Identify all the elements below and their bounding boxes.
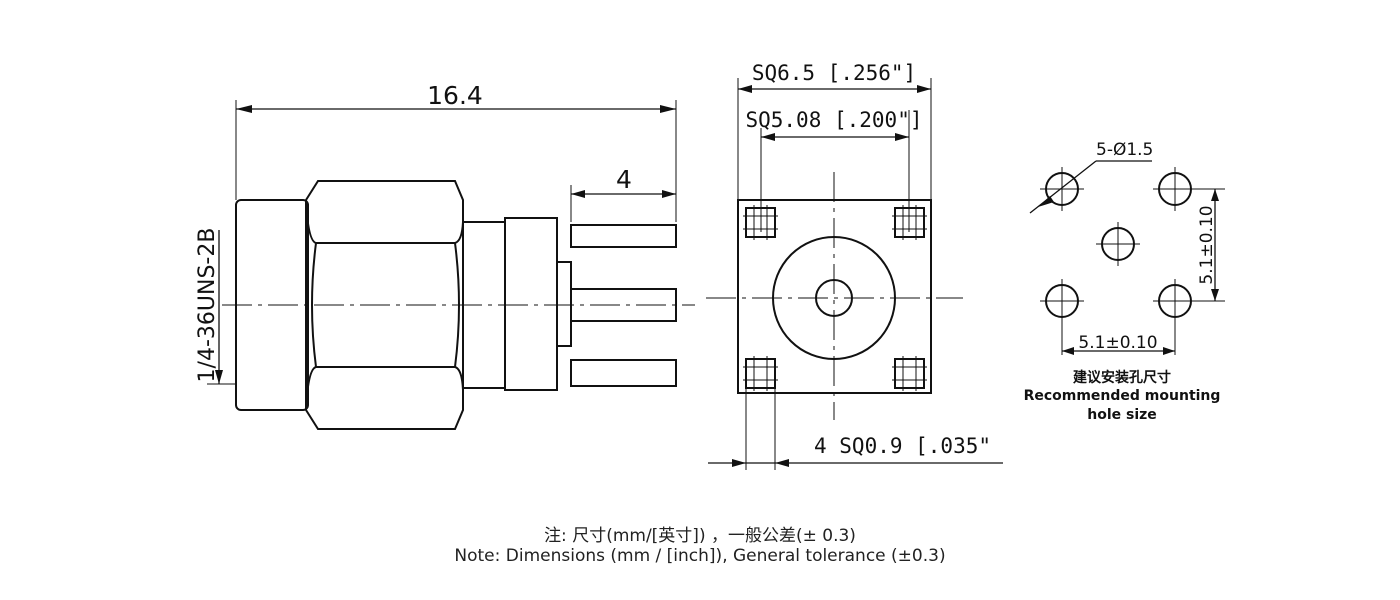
arrow-head — [761, 133, 775, 141]
hole — [1153, 167, 1197, 211]
hole — [1040, 167, 1084, 211]
arrow-head — [662, 190, 676, 198]
hole — [1096, 222, 1140, 266]
corner-pin — [743, 205, 778, 240]
arrow-head — [1062, 347, 1074, 355]
note-line-en: Note: Dimensions (mm / [inch]), General … — [454, 546, 946, 566]
arrow-head — [895, 133, 909, 141]
arrow-head — [1163, 347, 1175, 355]
body-block — [504, 217, 558, 391]
arrow-head — [1211, 289, 1219, 301]
outer-square-label: SQ6.5 [.256"] — [752, 61, 916, 85]
arrow-head — [236, 105, 252, 113]
arrow-head — [1211, 189, 1219, 201]
pin-size-label: 4 SQ0.9 [.035" — [814, 434, 991, 458]
caption-en-line2: hole size — [1087, 407, 1157, 423]
side-view: 16.4 4 1/4-36UNS-2B — [195, 81, 695, 430]
hex-nut — [305, 180, 464, 430]
pin-bottom — [570, 359, 677, 387]
note-line-cn: 注: 尺寸(mm/[英寸]) ，一般公差(± 0.3) — [544, 526, 856, 546]
caption-en-line1: Recommended mounting — [1024, 388, 1221, 404]
hole — [1040, 279, 1084, 355]
hole — [1153, 279, 1225, 355]
arrow-head — [660, 105, 676, 113]
pin-top — [570, 224, 677, 248]
pin-spacing-label: SQ5.08 [.200"] — [745, 108, 922, 132]
vertical-spacing-label: 5.1±0.10 — [1197, 205, 1217, 284]
front-view: SQ6.5 [.256"] SQ5.08 [.200"] — [706, 61, 1003, 470]
corner-pin — [892, 205, 927, 240]
caption-cn: 建议安装孔尺寸 — [1073, 369, 1171, 386]
hex-nut-facet-top — [305, 199, 464, 244]
arrow-head — [732, 459, 746, 467]
arrow-head — [738, 85, 752, 93]
overall-length-label: 16.4 — [427, 81, 483, 110]
hex-nut-facet-bottom — [305, 366, 464, 411]
hole-spec-label: 5-Ø1.5 — [1096, 140, 1153, 160]
thread-spec-label: 1/4-36UNS-2B — [195, 228, 220, 383]
corner-pin — [743, 356, 778, 391]
arrow-head — [917, 85, 931, 93]
pin-length-label: 4 — [616, 165, 632, 194]
arrow-head — [571, 190, 585, 198]
center-stub — [556, 261, 572, 347]
arrow-head — [775, 459, 789, 467]
horizontal-spacing-label: 5.1±0.10 — [1078, 333, 1157, 353]
arrow-head — [215, 370, 223, 384]
corner-pin — [892, 356, 927, 391]
mounting-hole-view: 5-Ø1.5 5.1±0.10 5.1 — [1024, 140, 1225, 423]
